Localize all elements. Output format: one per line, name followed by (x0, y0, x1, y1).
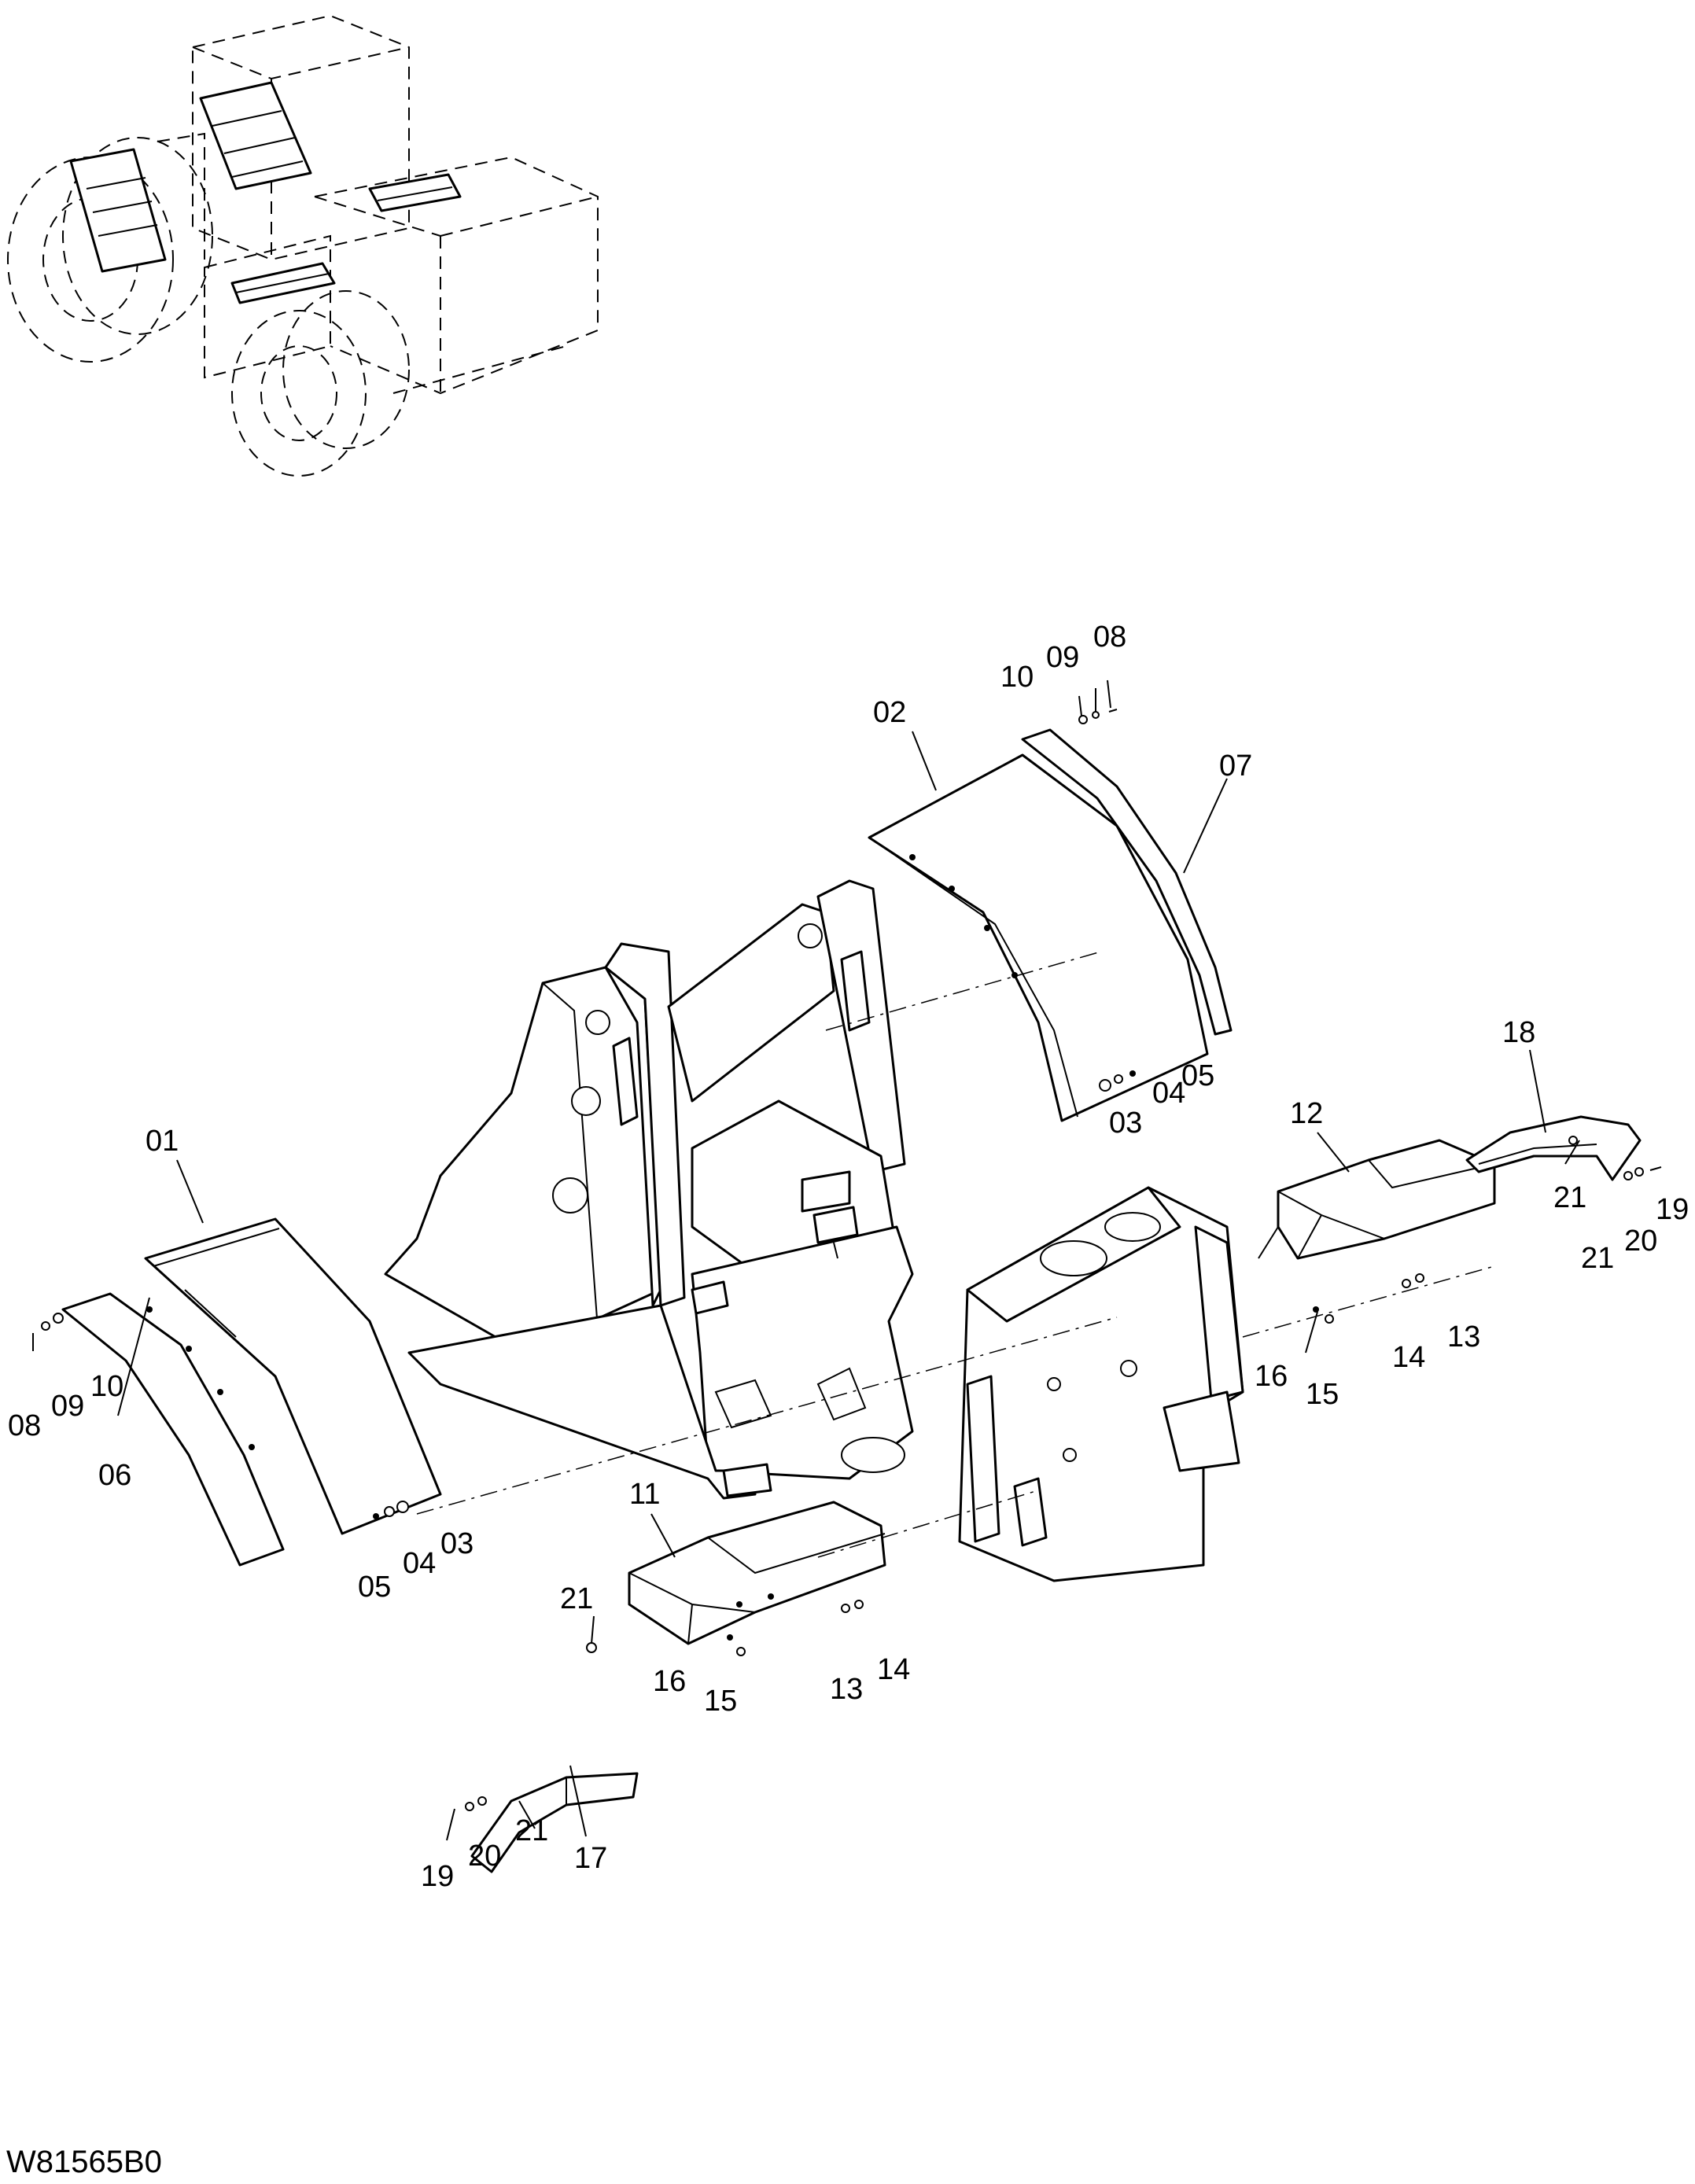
callout-13: 13 (1447, 1320, 1480, 1353)
callout-10: 10 (90, 1370, 123, 1403)
main-frame (384, 879, 914, 1500)
step-plate-17 (470, 1772, 639, 1873)
callout-11: 11 (629, 1478, 660, 1511)
callout-16: 16 (1255, 1360, 1288, 1393)
callout-19: 19 (421, 1860, 454, 1893)
callout-21: 21 (1553, 1181, 1586, 1214)
callout-08: 08 (1093, 621, 1126, 654)
step-bracket-11 (628, 1501, 886, 1645)
callout-21: 21 (515, 1814, 548, 1847)
callout-15: 15 (1306, 1378, 1339, 1411)
callout-09: 09 (1046, 641, 1079, 674)
callout-17: 17 (574, 1842, 607, 1875)
callout-16: 16 (653, 1665, 686, 1698)
callout-04: 04 (403, 1547, 436, 1580)
callout-02: 02 (873, 696, 906, 729)
callout-12: 12 (1290, 1097, 1323, 1130)
leader-lines (117, 680, 1580, 1837)
callout-13: 13 (830, 1673, 863, 1706)
callout-20: 20 (468, 1840, 501, 1873)
callout-20: 20 (1624, 1225, 1657, 1258)
machine-overview-thumbnail (7, 14, 599, 477)
callout-01: 01 (146, 1125, 179, 1158)
callout-21: 21 (1581, 1242, 1614, 1275)
callout-06: 06 (98, 1459, 131, 1492)
callout-14: 14 (1392, 1341, 1425, 1374)
fasteners (32, 709, 1662, 1841)
front-fender-02 (868, 753, 1209, 1122)
callout-19: 19 (1656, 1193, 1689, 1226)
step-bracket-12 (1258, 1139, 1496, 1260)
drawing-code: W81565B0 (6, 2145, 162, 2179)
callout-04: 04 (1152, 1077, 1185, 1110)
callout-18: 18 (1502, 1016, 1535, 1049)
callout-09: 09 (51, 1390, 84, 1423)
callout-21: 21 (560, 1582, 593, 1615)
callout-07: 07 (1219, 749, 1252, 783)
callout-labels: 01 02 07 10 09 08 05 04 03 12 18 21 19 2… (8, 621, 1689, 1893)
tank-housing (958, 1186, 1244, 1582)
front-flap-07 (1021, 728, 1233, 1036)
assembly-axes (416, 951, 1495, 1558)
rear-fender-01 (144, 1217, 442, 1535)
fender-flap-06 (61, 1292, 285, 1567)
callout-08: 08 (8, 1409, 41, 1442)
callout-05: 05 (358, 1571, 391, 1604)
callout-03: 03 (440, 1527, 473, 1560)
callout-10: 10 (1000, 661, 1034, 694)
callout-03: 03 (1109, 1107, 1142, 1140)
callout-05: 05 (1181, 1059, 1214, 1092)
callout-14: 14 (877, 1653, 910, 1686)
callout-15: 15 (704, 1685, 737, 1718)
